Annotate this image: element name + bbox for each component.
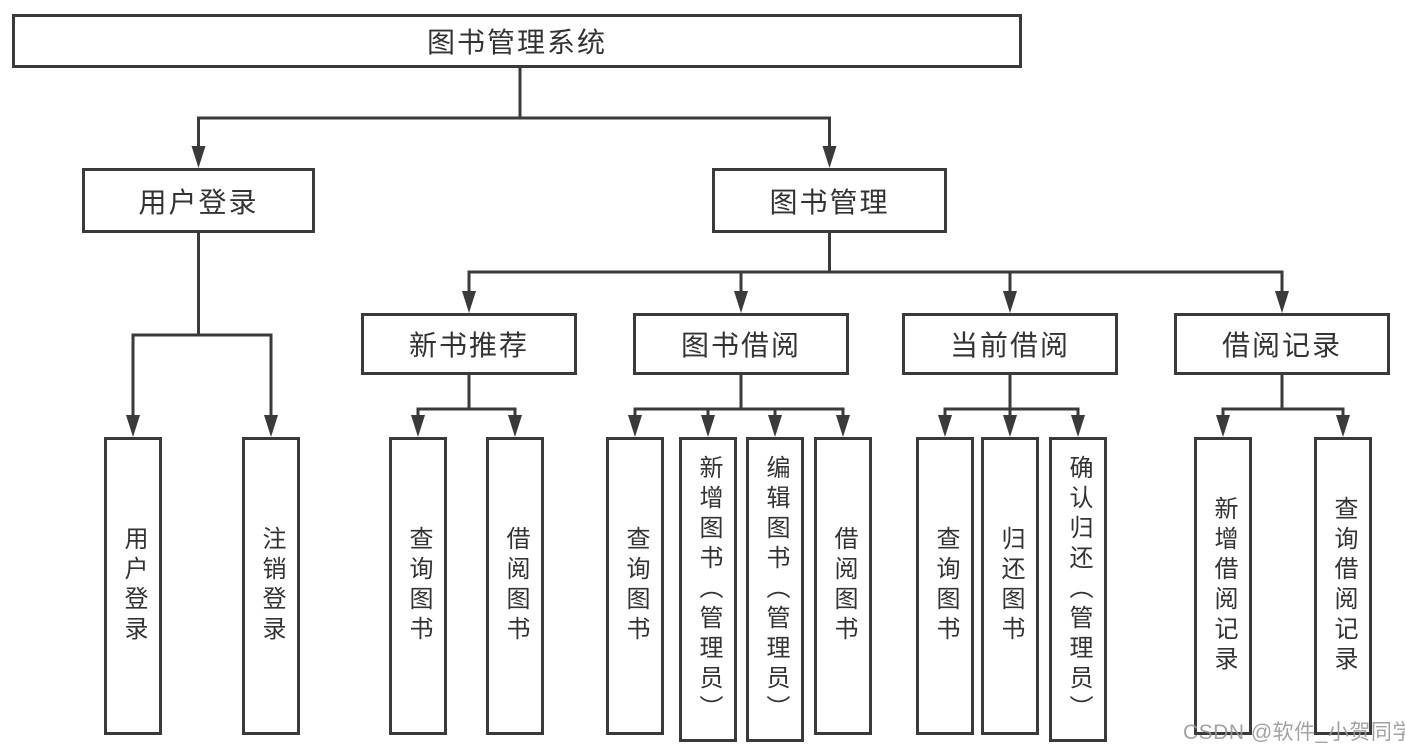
connector-user-login-children <box>126 233 278 437</box>
node-borrowing-records: 借阅记录 <box>1174 313 1390 375</box>
watermark-csdn: CSDN @软件_小贺同学 <box>1183 721 1405 744</box>
leaf-query-books-borrow: 查询图书 <box>606 437 664 735</box>
leaf-user-login: 用户登录 <box>104 437 162 735</box>
leaf-return-book: 归还图书 <box>981 437 1039 735</box>
leaf-query-books-current: 查询图书 <box>916 437 974 735</box>
node-current-borrowing: 当前借阅 <box>902 313 1118 375</box>
connector-records-children <box>1216 375 1350 437</box>
node-book-borrowing: 图书借阅 <box>633 313 849 375</box>
leaf-add-borrow-record: 新增借阅记录 <box>1194 437 1252 735</box>
leaf-add-book-admin: 新增图书（管理员） <box>679 437 737 742</box>
connector-root-to-level2 <box>191 68 837 168</box>
leaf-query-books-new: 查询图书 <box>389 437 447 735</box>
connector-book-mgmt-children <box>462 233 1289 313</box>
leaf-borrow-books-borrow: 借阅图书 <box>814 437 872 735</box>
connector-book-borrow-children <box>628 375 850 437</box>
node-user-login: 用户登录 <box>82 168 315 233</box>
leaf-logout-login: 注销登录 <box>242 437 300 735</box>
leaf-query-borrow-record: 查询借阅记录 <box>1314 437 1372 735</box>
node-library-management-system: 图书管理系统 <box>12 14 1022 68</box>
leaf-edit-book-admin: 编辑图书（管理员） <box>746 437 804 742</box>
node-book-management: 图书管理 <box>712 168 947 233</box>
connector-new-books-children <box>411 375 522 437</box>
leaf-confirm-return-admin: 确认归还（管理员） <box>1049 437 1107 742</box>
connector-current-borrow-children <box>938 375 1085 437</box>
leaf-borrow-books-new: 借阅图书 <box>486 437 544 735</box>
node-new-book-recommend: 新书推荐 <box>361 313 577 375</box>
